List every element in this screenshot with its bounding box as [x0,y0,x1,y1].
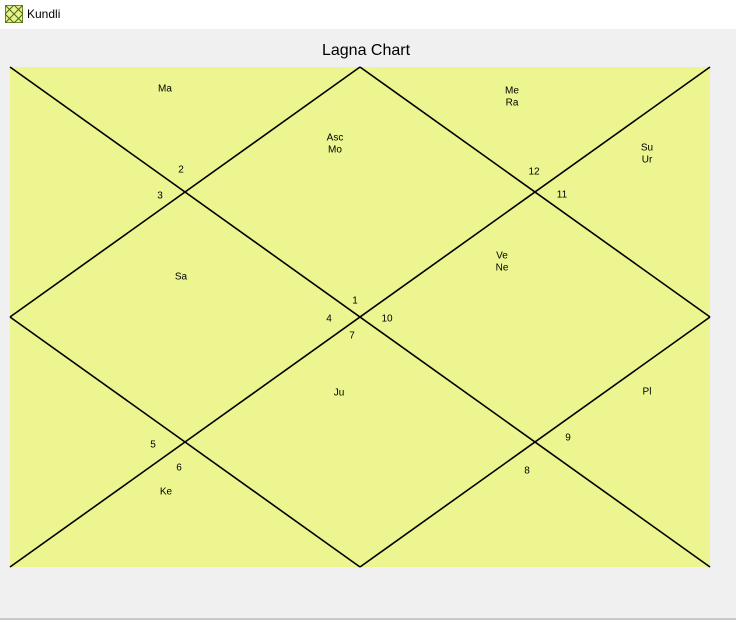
diamond-edge-bottom-left [9,316,361,568]
house-number-10: 10 [381,314,393,325]
planet-label-ra: Ra [506,98,519,109]
house-number-9: 9 [565,433,571,444]
house-number-8: 8 [524,466,530,477]
planet-label-ne: Ne [496,263,509,274]
window-title: Kundli [27,7,61,21]
diagonal-line-anti [9,66,711,568]
diamond-edge-bottom-right [359,316,711,568]
planet-label-ju: Ju [334,388,345,399]
planet-label-ma: Ma [158,84,172,95]
house-number-7: 7 [349,331,355,342]
house-number-1: 1 [352,296,358,307]
planet-label-ve: Ve [496,251,508,262]
house-number-12: 12 [528,167,540,178]
planet-label-sa: Sa [175,272,188,283]
planet-label-su: Su [641,143,653,154]
kundli-grid-icon [5,5,23,23]
diamond-edge-top-left [9,66,361,318]
planet-label-ke: Ke [160,487,173,498]
window-titlebar[interactable]: Kundli [0,0,736,29]
planet-label-ur: Ur [642,155,653,166]
planet-label-mo: Mo [328,145,342,156]
chart-lines [9,66,711,568]
house-number-11: 11 [557,190,568,201]
planet-label-asc: Asc [327,133,344,144]
house-number-2: 2 [178,165,184,176]
window-bottom-border [0,618,736,620]
house-number-4: 4 [326,314,332,325]
house-number-5: 5 [150,440,156,451]
diamond-edge-top-right [359,66,711,318]
planet-label-me: Me [505,86,519,97]
planet-label-pl: Pl [643,387,652,398]
chart-title: Lagna Chart [321,42,411,59]
house-number-3: 3 [157,191,163,202]
house-number-6: 6 [176,463,182,474]
